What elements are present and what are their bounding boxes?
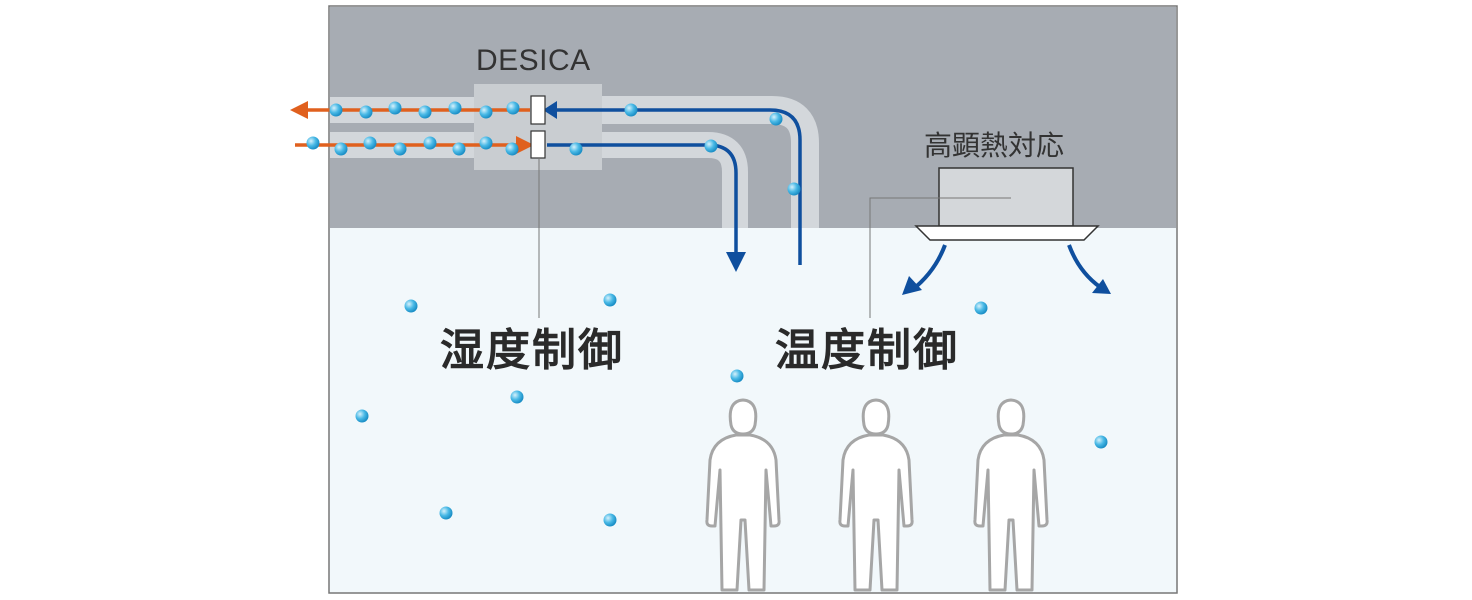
moisture-dot	[569, 142, 583, 156]
cassette-unit-body	[938, 167, 1074, 227]
desica-label: DESICA	[476, 44, 591, 77]
moisture-dot	[439, 506, 453, 520]
moisture-dot	[329, 103, 343, 117]
moisture-dot	[505, 142, 519, 156]
moisture-dot	[355, 409, 369, 423]
moisture-dot	[1094, 435, 1108, 449]
moisture-dot	[603, 293, 617, 307]
moisture-dot	[404, 299, 418, 313]
people-group	[705, 398, 1049, 592]
moisture-dot	[393, 142, 407, 156]
moisture-dot	[974, 301, 988, 315]
moisture-dot	[603, 513, 617, 527]
cassette-unit-panel	[914, 225, 1100, 241]
moisture-dots	[306, 101, 1108, 527]
moisture-dot	[306, 136, 320, 150]
moisture-dot	[334, 142, 348, 156]
high-sensible-heat-label: 高顕熱対応	[924, 129, 1065, 162]
moisture-dot	[363, 136, 377, 150]
moisture-dot	[388, 101, 402, 115]
moisture-dot	[418, 105, 432, 119]
arrow-head-cassette-right	[1092, 279, 1111, 294]
cassette-airflow-right	[1067, 244, 1102, 289]
moisture-dot	[704, 139, 718, 153]
moisture-dot	[423, 136, 437, 150]
moisture-dot	[506, 101, 520, 115]
moisture-dot	[769, 112, 783, 126]
leader-line-temperature	[869, 197, 1011, 318]
person-icon	[705, 398, 781, 592]
moisture-dot	[452, 142, 466, 156]
moisture-dot	[624, 103, 638, 117]
person-icon	[973, 398, 1049, 592]
person-icon	[838, 398, 914, 592]
arrow-head-cassette-left	[902, 276, 922, 295]
moisture-dot	[479, 105, 493, 119]
moisture-dot	[787, 182, 801, 196]
desica-port-bottom	[530, 130, 546, 159]
moisture-dot	[479, 136, 493, 150]
moisture-dot	[448, 101, 462, 115]
moisture-dot	[730, 369, 744, 383]
moisture-dot	[510, 390, 524, 404]
humidity-control-label: 湿度制御	[440, 325, 624, 376]
desica-port-top	[530, 95, 546, 125]
arrow-head-exhaust	[290, 101, 308, 119]
arrow-head-return	[543, 101, 557, 119]
arrow-head-intake	[516, 136, 534, 154]
moisture-dot	[359, 105, 373, 119]
temperature-control-label: 温度制御	[775, 325, 959, 376]
arrow-head-supply-down	[726, 252, 746, 272]
